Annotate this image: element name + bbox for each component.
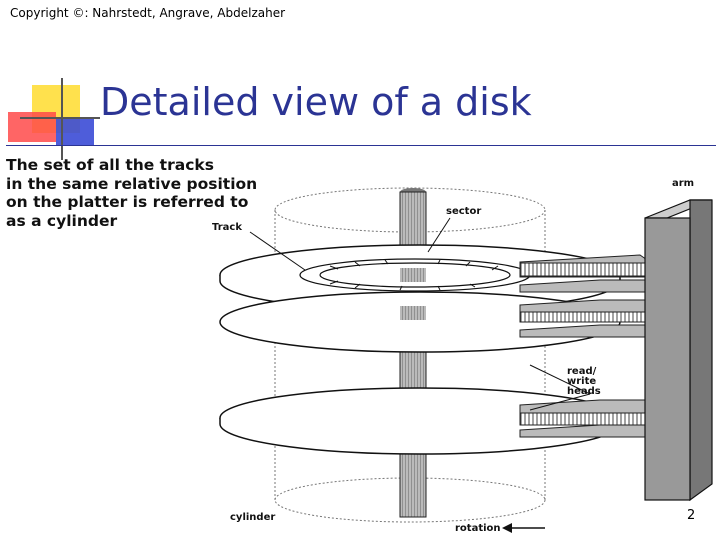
title-underline: [6, 145, 716, 146]
label-read: read/: [567, 366, 597, 377]
page-number: 2: [687, 508, 696, 523]
label-rotation: rotation: [455, 523, 501, 534]
read-write-arms: [519, 254, 651, 438]
sector-ticks: [329, 259, 499, 291]
body-line: as a cylinder: [6, 211, 118, 230]
rotation-arrowhead: [502, 523, 512, 533]
arm-block: [644, 199, 713, 502]
label-heads: heads: [567, 386, 601, 397]
slide-title: Detailed view of a disk: [100, 80, 532, 124]
deco-red-square: [8, 112, 56, 142]
label-cylinder: cylinder: [230, 512, 275, 523]
body-line: on the platter is referred to: [6, 193, 249, 211]
body-line: The set of all the tracks: [6, 156, 214, 174]
body-line: in the same relative position: [6, 174, 258, 193]
label-arm: arm: [672, 178, 694, 189]
label-write: write: [567, 376, 596, 387]
pointer-lines: [249, 217, 591, 411]
track-ring: [319, 262, 511, 288]
decorative-squares: [8, 78, 100, 160]
label-track: Track: [212, 222, 242, 233]
copyright-text: Copyright ©: Nahrstedt, Angrave, Abdelza…: [10, 6, 286, 20]
disk-diagram: arm sector Track read/ write heads cylin…: [212, 178, 713, 534]
label-sector: sector: [446, 206, 481, 217]
body-text: The set of all the tracks in the same re…: [6, 156, 276, 230]
